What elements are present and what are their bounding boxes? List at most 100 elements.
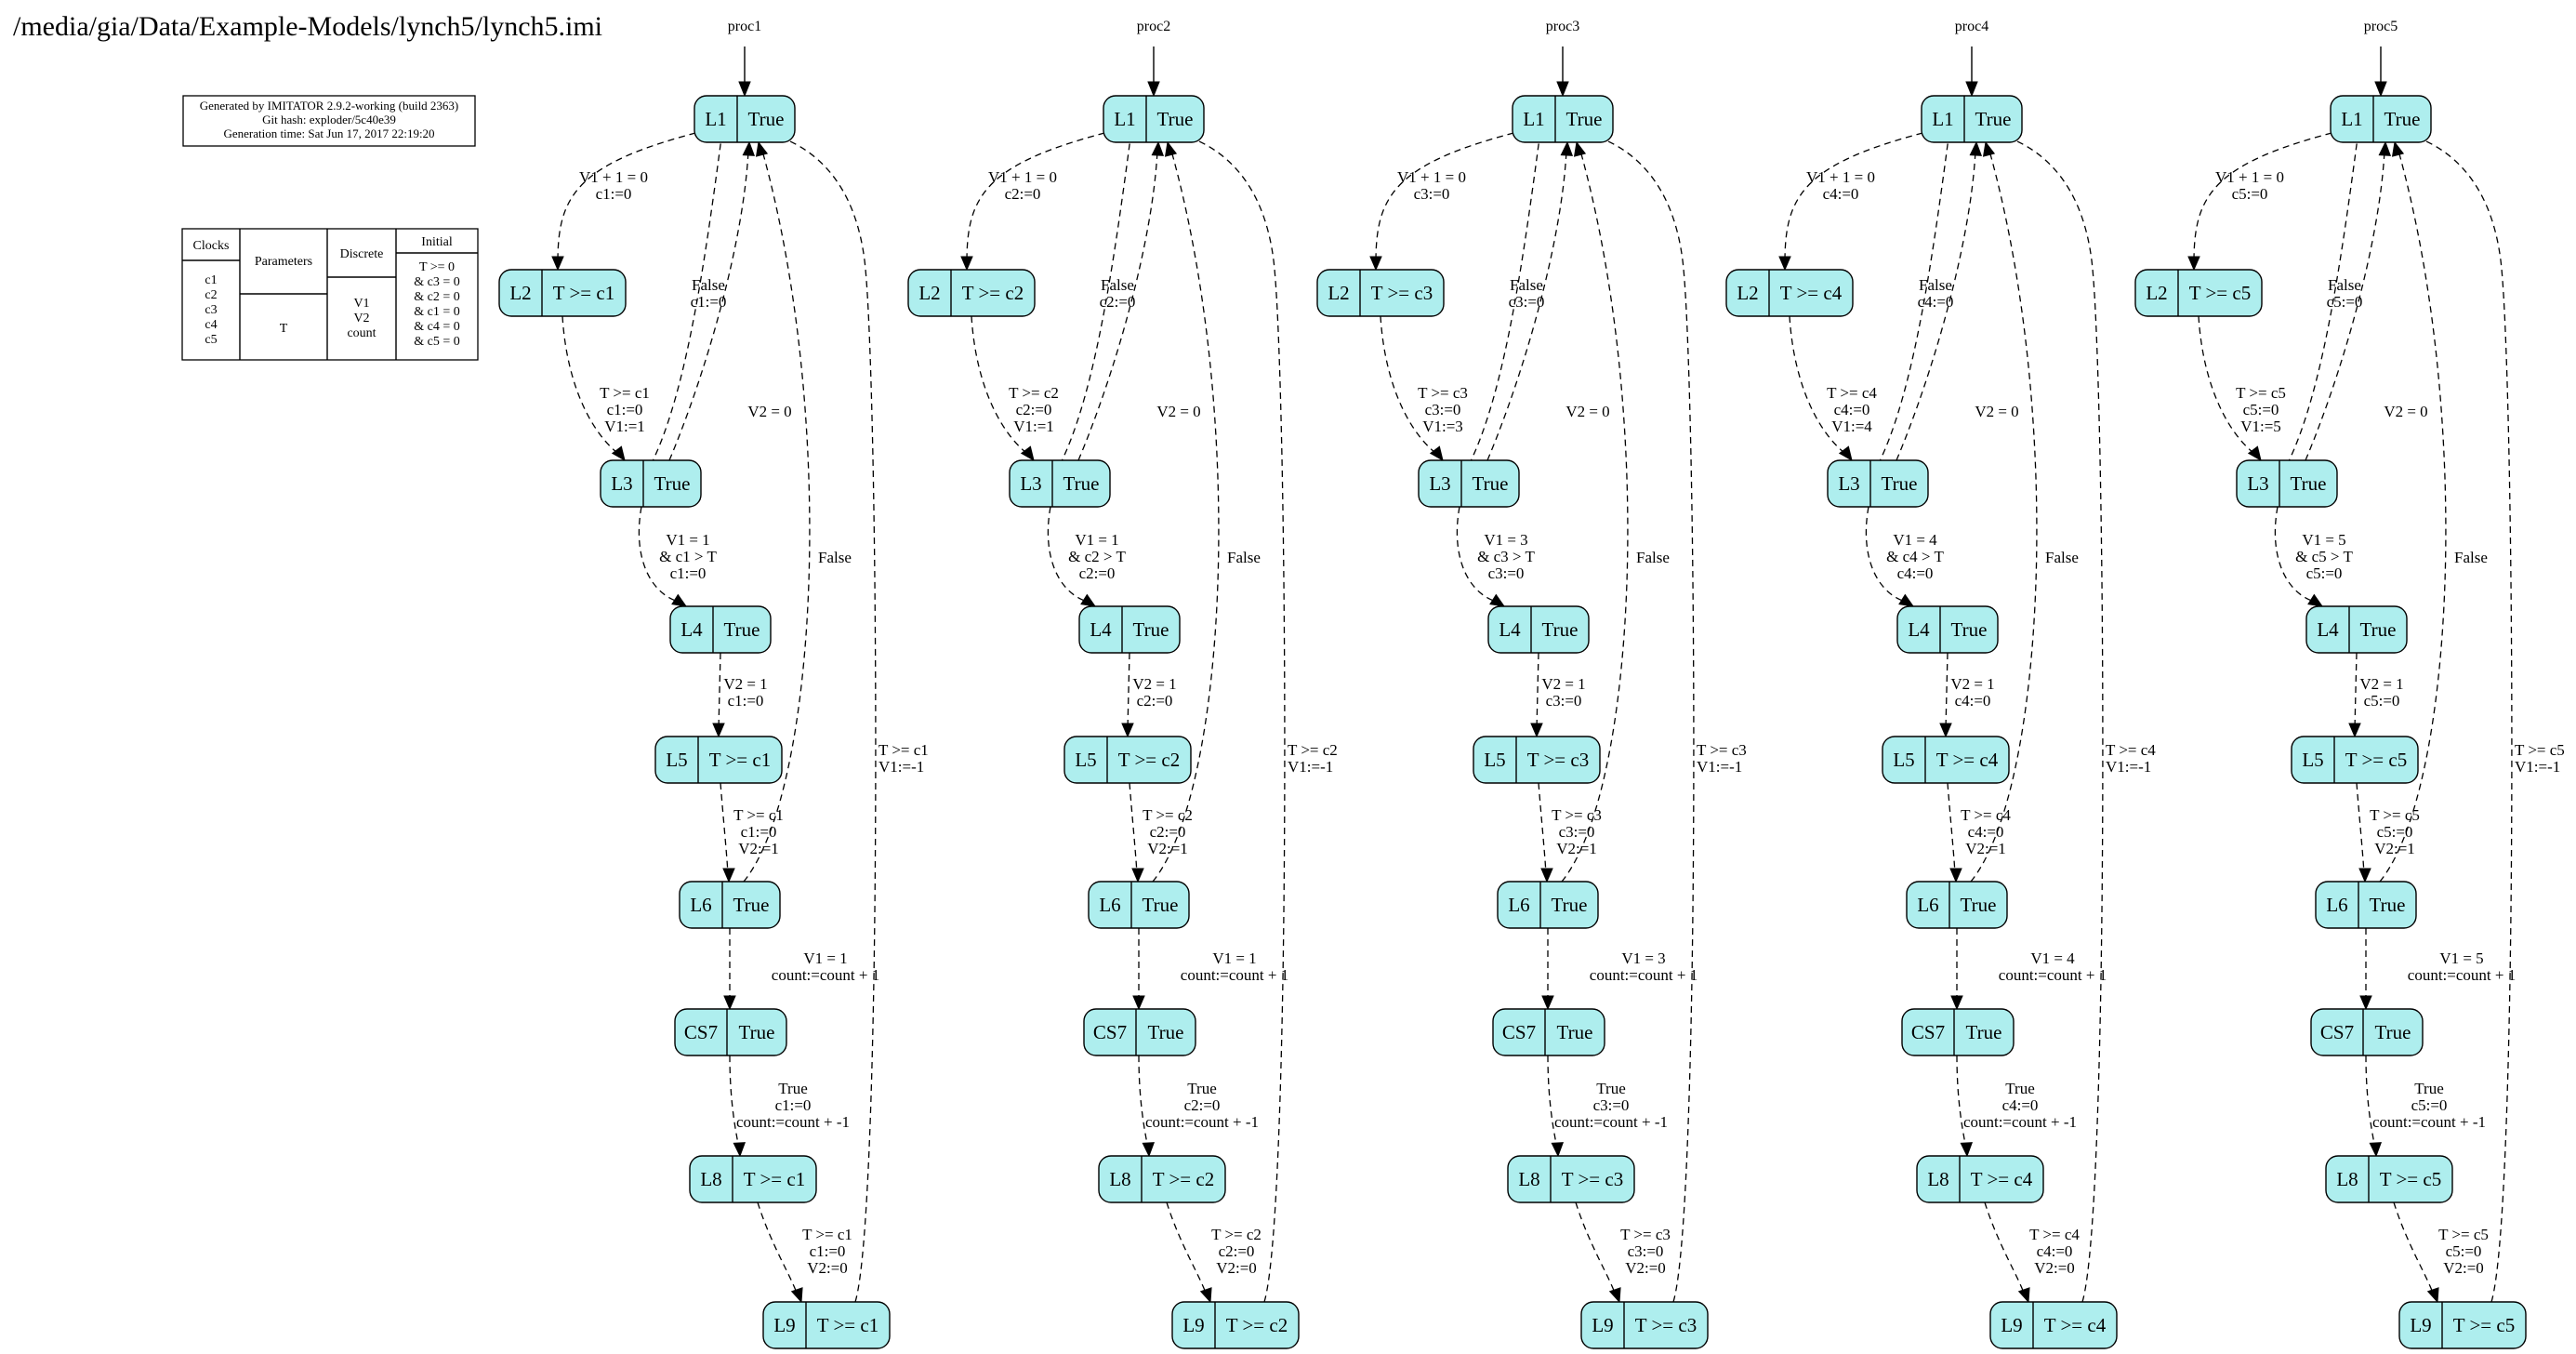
transition-label: c2:=0 <box>1016 401 1052 418</box>
transition-label: V2:=1 <box>1556 840 1597 857</box>
location-id: L1 <box>1932 108 1953 130</box>
transition-label: count:=count + 1 <box>772 966 879 984</box>
location-id: L9 <box>1592 1314 1613 1336</box>
transition-label: V1 = 1 <box>666 531 709 549</box>
generator-info-box: Generated by IMITATOR 2.9.2-working (bui… <box>182 95 476 147</box>
transition-label: count:=count + -1 <box>1963 1113 2077 1131</box>
info-line: Generation time: Sat Jun 17, 2017 22:19:… <box>223 126 434 140</box>
transition-label: False <box>818 549 852 566</box>
location-invariant: T >= c1 <box>553 282 614 304</box>
transition-label: V2 = 1 <box>2359 675 2403 693</box>
node-shape <box>1492 1008 1605 1056</box>
transition-label: T >= c2 <box>1009 384 1059 402</box>
transition-label: True <box>2005 1080 2035 1097</box>
node-shape <box>1906 881 2008 929</box>
transition-label: c5:=0 <box>2446 1242 2482 1260</box>
transition-label: V2 = 1 <box>723 675 767 693</box>
transition-edge <box>1789 315 1849 457</box>
location-id: L1 <box>2341 108 2362 130</box>
arrowhead <box>960 256 973 272</box>
location-id: L2 <box>918 282 940 304</box>
initial-constraint: T >= 0 <box>419 260 455 274</box>
clock-name: c3 <box>205 303 217 317</box>
location-id: L3 <box>611 472 632 495</box>
location-invariant: True <box>1557 1021 1593 1043</box>
transition-label: False <box>1227 549 1261 566</box>
transition-edge <box>1984 1201 2026 1296</box>
transition-label: False <box>2045 549 2079 566</box>
location-id: L8 <box>1109 1168 1130 1190</box>
location-id: L5 <box>1075 749 1096 771</box>
location-id: L6 <box>1917 894 1938 916</box>
transition-edge <box>1536 652 1539 730</box>
transition-label: V1 + 1 = 0 <box>1397 168 1466 186</box>
transition-edge <box>2198 315 2258 457</box>
transition-label: V1:=1 <box>604 418 645 435</box>
transition-label: T >= c2 <box>1143 806 1193 824</box>
transition-label: V1 + 1 = 0 <box>579 168 648 186</box>
transition-label: & c1 > T <box>659 548 717 565</box>
location-invariant: True <box>1157 108 1194 130</box>
transition-label: V1:=5 <box>2240 418 2281 435</box>
transition-label: False <box>2328 276 2361 294</box>
location-invariant: True <box>2360 618 2397 641</box>
parameters-header: Parameters <box>255 255 312 269</box>
location-invariant: T >= c1 <box>744 1168 805 1190</box>
transition-label: T >= c2 <box>1288 741 1338 759</box>
discrete-header: Discrete <box>340 247 384 261</box>
transition-label: T >= c1 <box>802 1226 852 1243</box>
transition-label: T >= c5 <box>2515 741 2565 759</box>
node-shape <box>1901 1008 2015 1056</box>
location-invariant: True <box>2291 472 2327 495</box>
location-invariant: T >= c3 <box>1562 1168 1623 1190</box>
arrowhead <box>1949 868 1962 883</box>
location-id: L5 <box>666 749 687 771</box>
transition-label: c4:=0 <box>2002 1096 2039 1114</box>
location-invariant: T >= c2 <box>962 282 1024 304</box>
node-shape <box>2134 269 2263 317</box>
transition-label: c3:=0 <box>1559 823 1595 841</box>
transition-edge <box>2000 134 2104 1303</box>
location-id: L4 <box>2317 618 2339 641</box>
arrowhead <box>1489 593 1506 607</box>
transition-label: V2:=1 <box>2374 840 2415 857</box>
transition-edge <box>773 134 877 1303</box>
arrowhead <box>738 81 751 98</box>
node-shape <box>689 1155 817 1203</box>
arrowhead <box>1541 995 1554 1011</box>
node-shape <box>1916 1155 2044 1203</box>
transition-label: V1 = 4 <box>2030 949 2075 967</box>
arrowhead <box>2307 593 2324 607</box>
node-shape <box>1098 1155 1226 1203</box>
location-invariant: T >= c4 <box>1936 749 1999 771</box>
node-shape <box>1921 95 2023 143</box>
transition-label: & c5 > T <box>2295 548 2353 565</box>
location-invariant: True <box>1975 108 2012 130</box>
transition-label: V1:=3 <box>1422 418 1463 435</box>
transition-label: V1 = 4 <box>1893 531 1937 549</box>
location-invariant: T >= c5 <box>2453 1314 2515 1336</box>
location-invariant: True <box>2375 1021 2411 1043</box>
transition-label: & c2 > T <box>1068 548 1126 565</box>
location-invariant: True <box>654 472 691 495</box>
transition-edge <box>1945 652 1949 730</box>
transition-label: c2:=0 <box>1219 1242 1255 1260</box>
clock-name: c4 <box>205 318 217 332</box>
arrowhead <box>2369 1142 2383 1158</box>
transition-edge <box>2354 652 2358 730</box>
location-id: L4 <box>1090 618 1112 641</box>
